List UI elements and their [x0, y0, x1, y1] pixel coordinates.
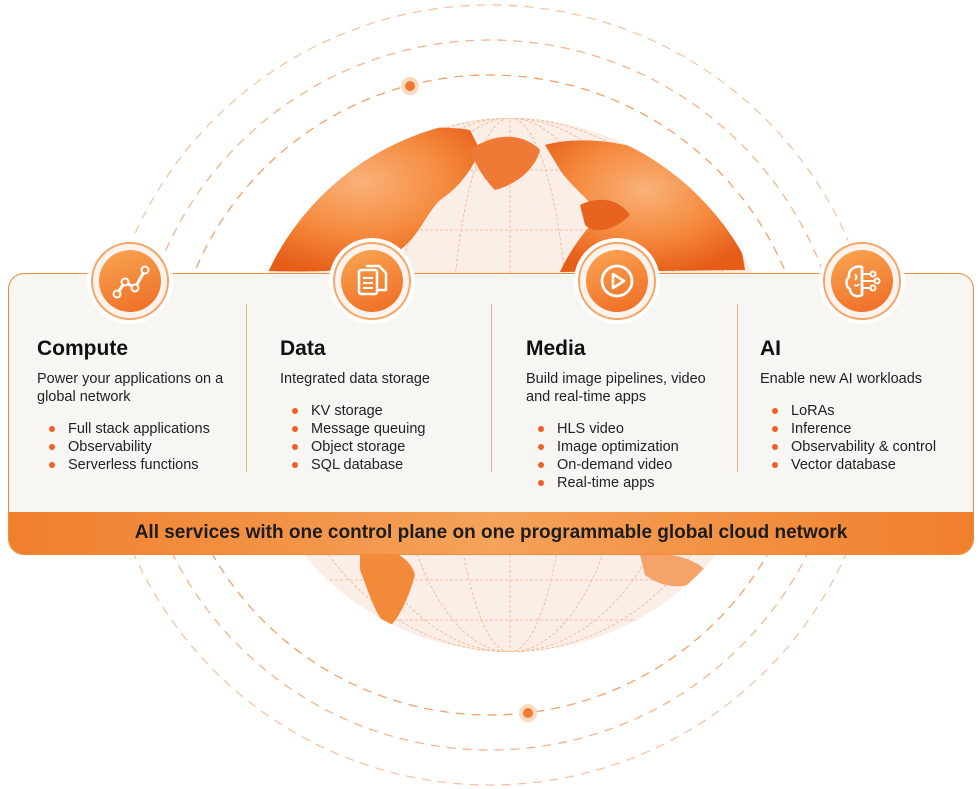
documents-icon: [357, 264, 388, 296]
banner-text: All services with one control plane on o…: [134, 522, 848, 543]
list-item: Inference: [772, 420, 973, 438]
compute-list: Full stack applications Observability Se…: [49, 420, 257, 474]
play-icon: [600, 264, 634, 298]
list-item: KV storage: [292, 402, 500, 420]
list-item: Image optimization: [538, 438, 746, 456]
data-description: Integrated data storage: [280, 371, 430, 387]
chart-line-icon: [112, 265, 150, 299]
list-item: Serverless functions: [49, 456, 257, 474]
compute-title: Compute: [37, 337, 128, 360]
column-divider: [246, 304, 247, 472]
list-item: Real-time apps: [538, 474, 746, 492]
list-item: Message queuing: [292, 420, 500, 438]
brain-circuit-icon: [845, 265, 881, 298]
ai-column: AI Enable new AI workloads LoRAs Inferen…: [760, 336, 973, 474]
list-item: HLS video: [538, 420, 746, 438]
list-item: Vector database: [772, 456, 973, 474]
compute-description: Power your applications on a global netw…: [37, 371, 224, 405]
ai-list: LoRAs Inference Observability & control …: [772, 402, 973, 474]
compute-column: Compute Power your applications on a glo…: [37, 336, 257, 474]
list-item: SQL database: [292, 456, 500, 474]
banner: All services with one control plane on o…: [9, 512, 973, 554]
ai-title: AI: [760, 337, 781, 360]
list-item: LoRAs: [772, 402, 973, 420]
data-title: Data: [280, 337, 326, 360]
list-item: Observability: [49, 438, 257, 456]
data-column: Data Integrated data storage KV storage …: [280, 336, 500, 474]
list-item: On-demand video: [538, 456, 746, 474]
data-badge: [329, 238, 415, 324]
media-title: Media: [526, 337, 586, 360]
column-divider: [491, 304, 492, 472]
ai-badge: [819, 238, 905, 324]
media-list: HLS video Image optimization On-demand v…: [538, 420, 746, 492]
compute-badge: [87, 238, 173, 324]
ai-description: Enable new AI workloads: [760, 371, 923, 387]
data-list: KV storage Message queuing Object storag…: [292, 402, 500, 474]
media-badge: [574, 238, 660, 324]
list-item: Object storage: [292, 438, 500, 456]
list-item: Observability & control: [772, 438, 973, 456]
media-column: Media Build image pipelines, video and r…: [526, 336, 746, 492]
column-divider: [737, 304, 738, 472]
media-description: Build image pipelines, video and real-ti…: [526, 371, 706, 405]
list-item: Full stack applications: [49, 420, 257, 438]
services-panel: Compute Power your applications on a glo…: [8, 273, 974, 555]
